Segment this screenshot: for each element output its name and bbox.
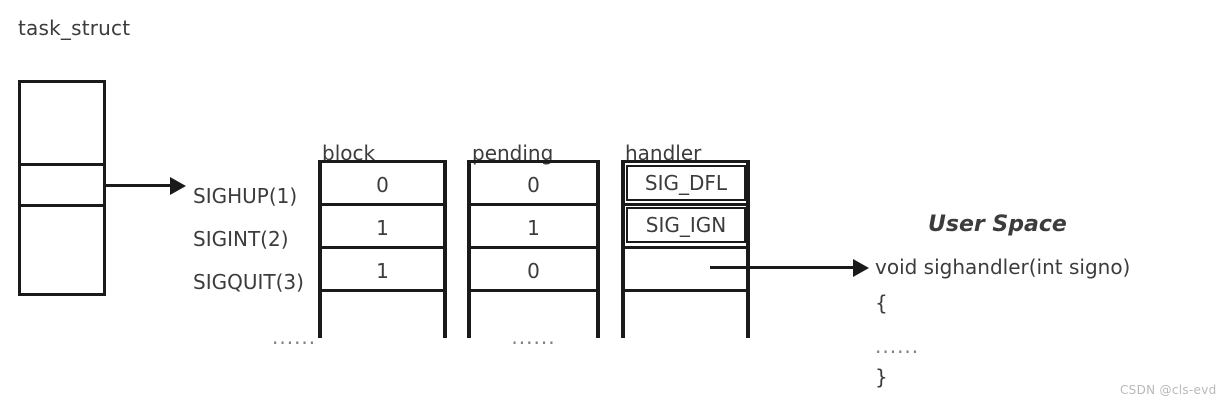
- column-header-pending: pending: [472, 141, 554, 165]
- block-table-rule-1: [318, 203, 447, 206]
- handler-table-rule-2: [621, 246, 750, 249]
- block-cell-2: 1: [376, 259, 389, 283]
- block-table-right-wall: [443, 160, 447, 338]
- signal-label-ellipsis: ......: [272, 325, 317, 349]
- pending-cell-2: 0: [527, 259, 540, 283]
- handler-table-rule-3: [621, 289, 750, 292]
- pending-table-left-wall: [467, 160, 471, 338]
- block-table-left-wall: [318, 160, 322, 338]
- block-table-rule-3: [318, 289, 447, 292]
- handler-cell-0: SIG_DFL: [626, 165, 746, 201]
- pending-table-rule-0: [467, 160, 600, 163]
- user-space-title: User Space: [928, 212, 1067, 237]
- handler-table-left-wall: [621, 160, 625, 338]
- handler-table-rule-1: [621, 203, 750, 206]
- pending-table-right-wall: [596, 160, 600, 338]
- user-space-code-line-3: }: [875, 365, 888, 389]
- pending-cell-0: 0: [527, 173, 540, 197]
- signal-label-0: SIGHUP(1): [193, 184, 298, 208]
- handler-cell-1: SIG_IGN: [626, 207, 746, 243]
- user-space-code-line-0: void sighandler(int signo): [875, 255, 1131, 279]
- watermark: CSDN @cls-evd: [1120, 383, 1217, 397]
- pending-cell-1: 1: [527, 216, 540, 240]
- user-space-code-line-1: {: [875, 291, 888, 315]
- task-struct-to-table-arrow-head: [170, 177, 186, 195]
- handler-table-rule-0: [621, 160, 750, 163]
- handler-table-right-wall: [746, 160, 750, 338]
- handler-to-userspace-arrow-line: [710, 266, 856, 269]
- task-struct-divider-2: [18, 204, 106, 207]
- pending-table-rule-2: [467, 246, 600, 249]
- block-cell-0: 0: [376, 173, 389, 197]
- column-header-block: block: [322, 141, 376, 165]
- signal-label-2: SIGQUIT(3): [193, 270, 304, 294]
- signal-label-1: SIGINT(2): [193, 227, 289, 251]
- task-struct-divider-1: [18, 163, 106, 166]
- column-header-handler: handler: [625, 141, 702, 165]
- task-struct-to-table-arrow-line: [105, 184, 171, 187]
- block-cell-1: 1: [376, 216, 389, 240]
- block-table-rule-2: [318, 246, 447, 249]
- user-space-code-line-2: ......: [875, 334, 920, 358]
- pending-ellipsis: ......: [511, 325, 556, 349]
- block-table-rule-0: [318, 160, 447, 163]
- handler-to-userspace-arrow-head: [853, 259, 869, 277]
- page-title: task_struct: [18, 16, 131, 40]
- pending-table-rule-3: [467, 289, 600, 292]
- task-struct-box: [18, 80, 106, 296]
- pending-table-rule-1: [467, 203, 600, 206]
